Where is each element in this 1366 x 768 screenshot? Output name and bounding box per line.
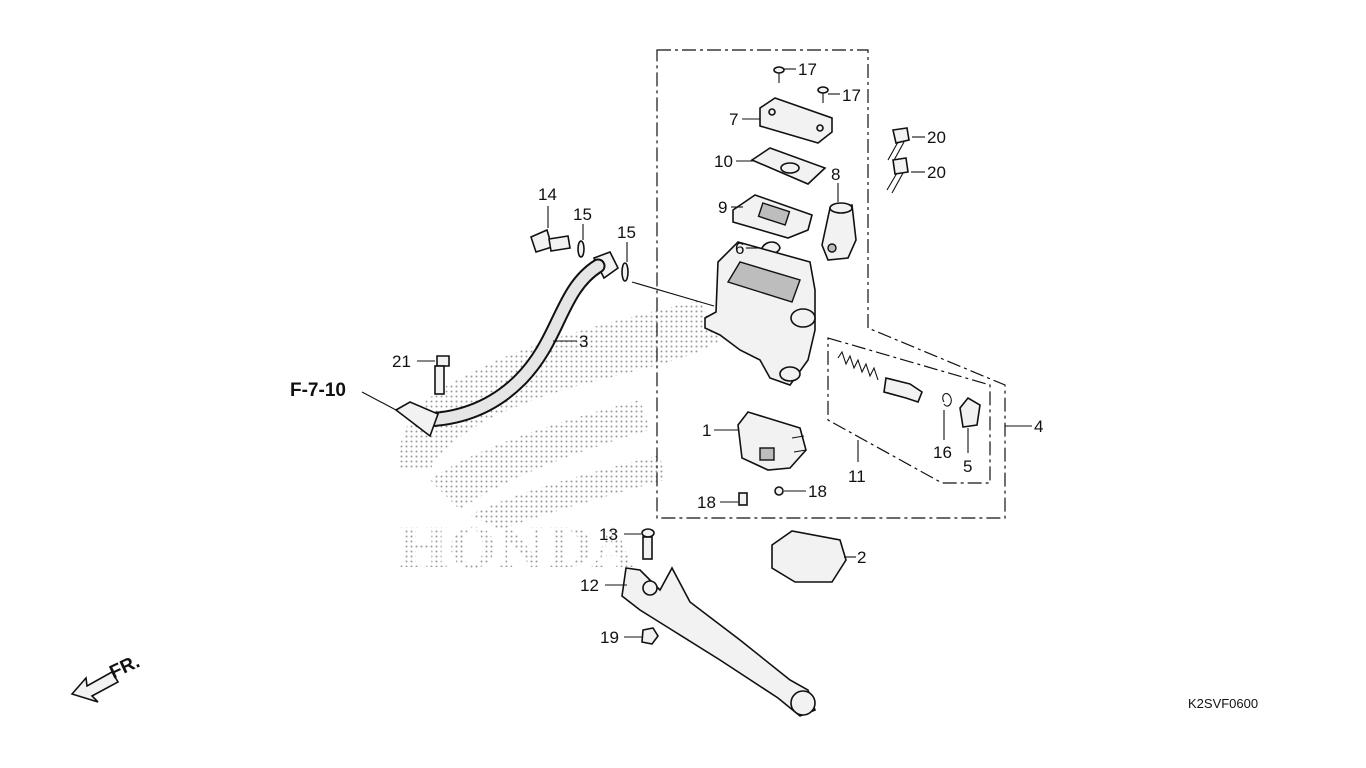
banjo-bolt <box>530 228 571 253</box>
clutch-hose <box>394 250 620 438</box>
callout-20-b: 20 <box>927 163 946 182</box>
honda-wing-watermark: HONDA <box>398 300 720 580</box>
callout-3: 3 <box>579 332 588 351</box>
callout-8: 8 <box>831 165 840 184</box>
watermark-text: HONDA <box>398 516 635 580</box>
callout-21: 21 <box>392 352 411 371</box>
piston-set-outline <box>827 337 991 484</box>
screw-18-a <box>738 492 748 506</box>
callout-2: 2 <box>857 548 866 567</box>
callout-13: 13 <box>599 525 618 544</box>
callout-15-a: 15 <box>573 205 592 224</box>
callout-labels: 17 17 7 10 9 6 8 20 20 4 5 16 11 1 18 18… <box>392 60 1043 647</box>
piston-set <box>837 350 923 403</box>
front-direction-arrow-icon: FR. <box>70 651 143 703</box>
callout-10: 10 <box>714 152 733 171</box>
callout-1: 1 <box>702 421 711 440</box>
bolt-20-a <box>887 127 910 163</box>
screw-17-a <box>773 66 785 83</box>
piston-boot <box>959 396 981 428</box>
callout-5: 5 <box>963 457 972 476</box>
bolt-20-b <box>886 157 909 194</box>
screw-18-b <box>774 486 784 496</box>
callout-6: 6 <box>735 239 744 258</box>
sealing-washer-b <box>621 262 629 282</box>
callout-18-a: 18 <box>697 493 716 512</box>
callout-18-b: 18 <box>808 482 827 501</box>
callout-19: 19 <box>600 628 619 647</box>
callout-17-b: 17 <box>842 86 861 105</box>
callout-12: 12 <box>580 576 599 595</box>
lever-pivot-bolt <box>641 528 655 560</box>
callout-9: 9 <box>718 198 727 217</box>
callout-7: 7 <box>729 110 738 129</box>
brake-light-switch <box>737 411 807 471</box>
lever-pivot-nut <box>641 627 659 645</box>
callout-20-a: 20 <box>927 128 946 147</box>
master-cylinder-holder <box>821 202 857 261</box>
lever-pivot-cover <box>771 530 847 583</box>
callout-15-b: 15 <box>617 223 636 242</box>
bolt-21 <box>434 355 450 395</box>
leader-lines <box>361 68 1032 638</box>
assembly-outline <box>656 49 1006 519</box>
screw-17-b <box>817 86 829 103</box>
sealing-washer-a <box>577 240 585 258</box>
reservoir-cap <box>759 97 833 144</box>
callout-17-a: 17 <box>798 60 817 79</box>
circlip <box>942 393 952 407</box>
cross-reference-label[interactable]: F-7-10 <box>290 380 346 401</box>
master-cylinder-body <box>704 241 816 386</box>
callout-14: 14 <box>538 185 557 204</box>
callout-4: 4 <box>1034 417 1043 436</box>
diagram-reference-code: K2SVF0600 <box>1188 696 1258 711</box>
callout-11: 11 <box>848 467 866 486</box>
callout-16: 16 <box>933 443 952 462</box>
